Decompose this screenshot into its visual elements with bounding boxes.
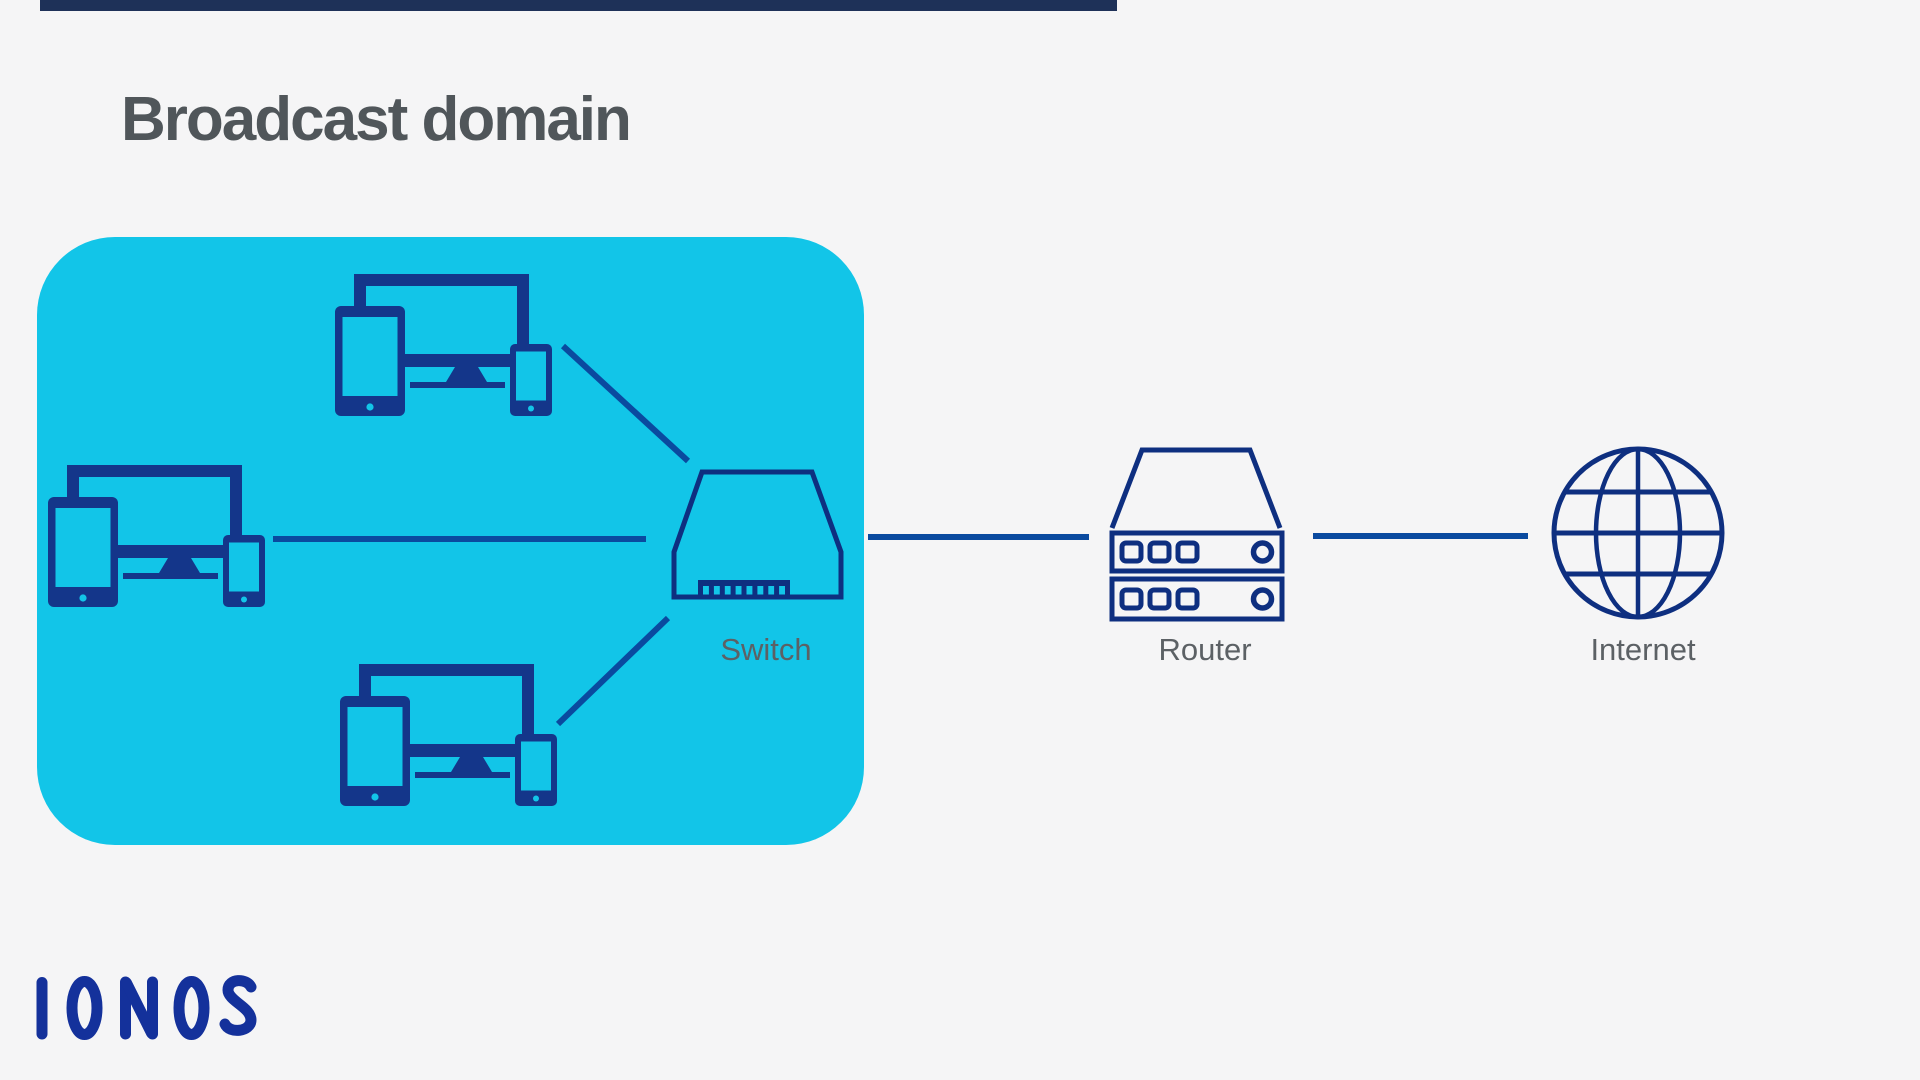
- router-unit-1: [1109, 530, 1285, 574]
- router-label: Router: [1158, 632, 1252, 667]
- device-group-top: [335, 272, 562, 417]
- ionos-logo: [36, 975, 257, 1040]
- device-group-left: [48, 463, 275, 608]
- globe-icon: [1551, 446, 1725, 620]
- switch-ports: [698, 580, 790, 597]
- switch-icon: [671, 469, 844, 600]
- top-accent-bar: [40, 0, 1117, 11]
- connector-top-group-to-switch: [560, 343, 691, 464]
- router-icon: [1109, 447, 1285, 622]
- switch-label: Switch: [720, 632, 812, 667]
- device-group-bottom: [340, 662, 567, 807]
- page-title: Broadcast domain: [121, 85, 632, 154]
- router-unit-2: [1109, 576, 1285, 622]
- connector-bottom-group-to-switch: [555, 615, 671, 727]
- internet-label: Internet: [1590, 632, 1696, 667]
